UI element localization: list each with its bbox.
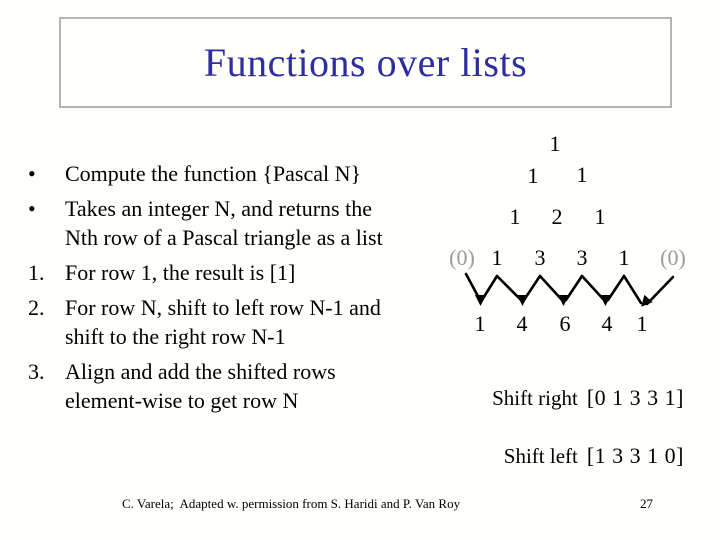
pascal-result-number: 1 <box>474 311 486 336</box>
bullet-text: For row 1, the result is [1] <box>65 260 296 285</box>
pascal-shifted-number: 1 <box>491 245 503 270</box>
pascal-result-number: 1 <box>636 311 648 336</box>
bullet-text: Compute the function {Pascal N} <box>65 161 362 186</box>
bullet-text: Align and add the shifted rows element-w… <box>65 359 336 413</box>
bullet-marker: 2. <box>28 295 45 320</box>
shift-left-row: Shift left [1 3 3 1 0] <box>504 443 684 469</box>
shift-left-label: Shift left <box>503 444 578 468</box>
pascal-number: 1 <box>594 204 606 229</box>
pascal-shifted-number: 3 <box>576 245 588 270</box>
bullet-marker: 1. <box>28 260 45 285</box>
pascal-shifted-zero: (0) <box>449 245 475 270</box>
title-box: Functions over lists <box>59 17 672 108</box>
pascal-shifted-number: 1 <box>618 245 630 270</box>
footer-credit: C. Varela; Adapted w. permission from S.… <box>122 496 461 511</box>
bullet-list: • Compute the function {Pascal N} • Take… <box>28 159 443 421</box>
pascal-number: 1 <box>527 163 539 188</box>
list-item: 1. For row 1, the result is [1] <box>28 258 443 287</box>
shift-right-value: [0 1 3 3 1] <box>586 385 684 410</box>
bullet-text: Takes an integer N, and returns the Nth … <box>65 196 383 250</box>
bullet-text: For row N, shift to left row N-1 and shi… <box>65 295 381 349</box>
pascal-number: 1 <box>549 131 561 156</box>
pascal-result-number: 6 <box>559 311 571 336</box>
pascal-number: 2 <box>551 204 563 229</box>
pascal-result-number: 4 <box>601 311 613 336</box>
list-item: 3. Align and add the shifted rows elemen… <box>28 357 443 415</box>
list-item: • Takes an integer N, and returns the Nt… <box>28 194 443 252</box>
pascal-number: 1 <box>576 162 588 187</box>
bullet-marker: • <box>28 196 36 221</box>
list-item: • Compute the function {Pascal N} <box>28 159 443 188</box>
page-title: Functions over lists <box>203 40 528 85</box>
bullet-marker: • <box>28 161 36 186</box>
bullet-marker: 3. <box>28 359 45 384</box>
page-number: 27 <box>640 496 653 511</box>
pascal-shifted-zero: (0) <box>660 245 686 270</box>
pascal-number: 1 <box>509 204 521 229</box>
pascal-result-number: 4 <box>516 311 528 336</box>
shift-right-row: Shift right [0 1 3 3 1] <box>492 385 684 411</box>
pascal-shifted-number: 3 <box>534 245 546 270</box>
list-item: 2. For row N, shift to left row N-1 and … <box>28 293 443 351</box>
shift-right-label: Shift right <box>492 386 578 410</box>
shift-left-value: [1 3 3 1 0] <box>586 443 684 468</box>
